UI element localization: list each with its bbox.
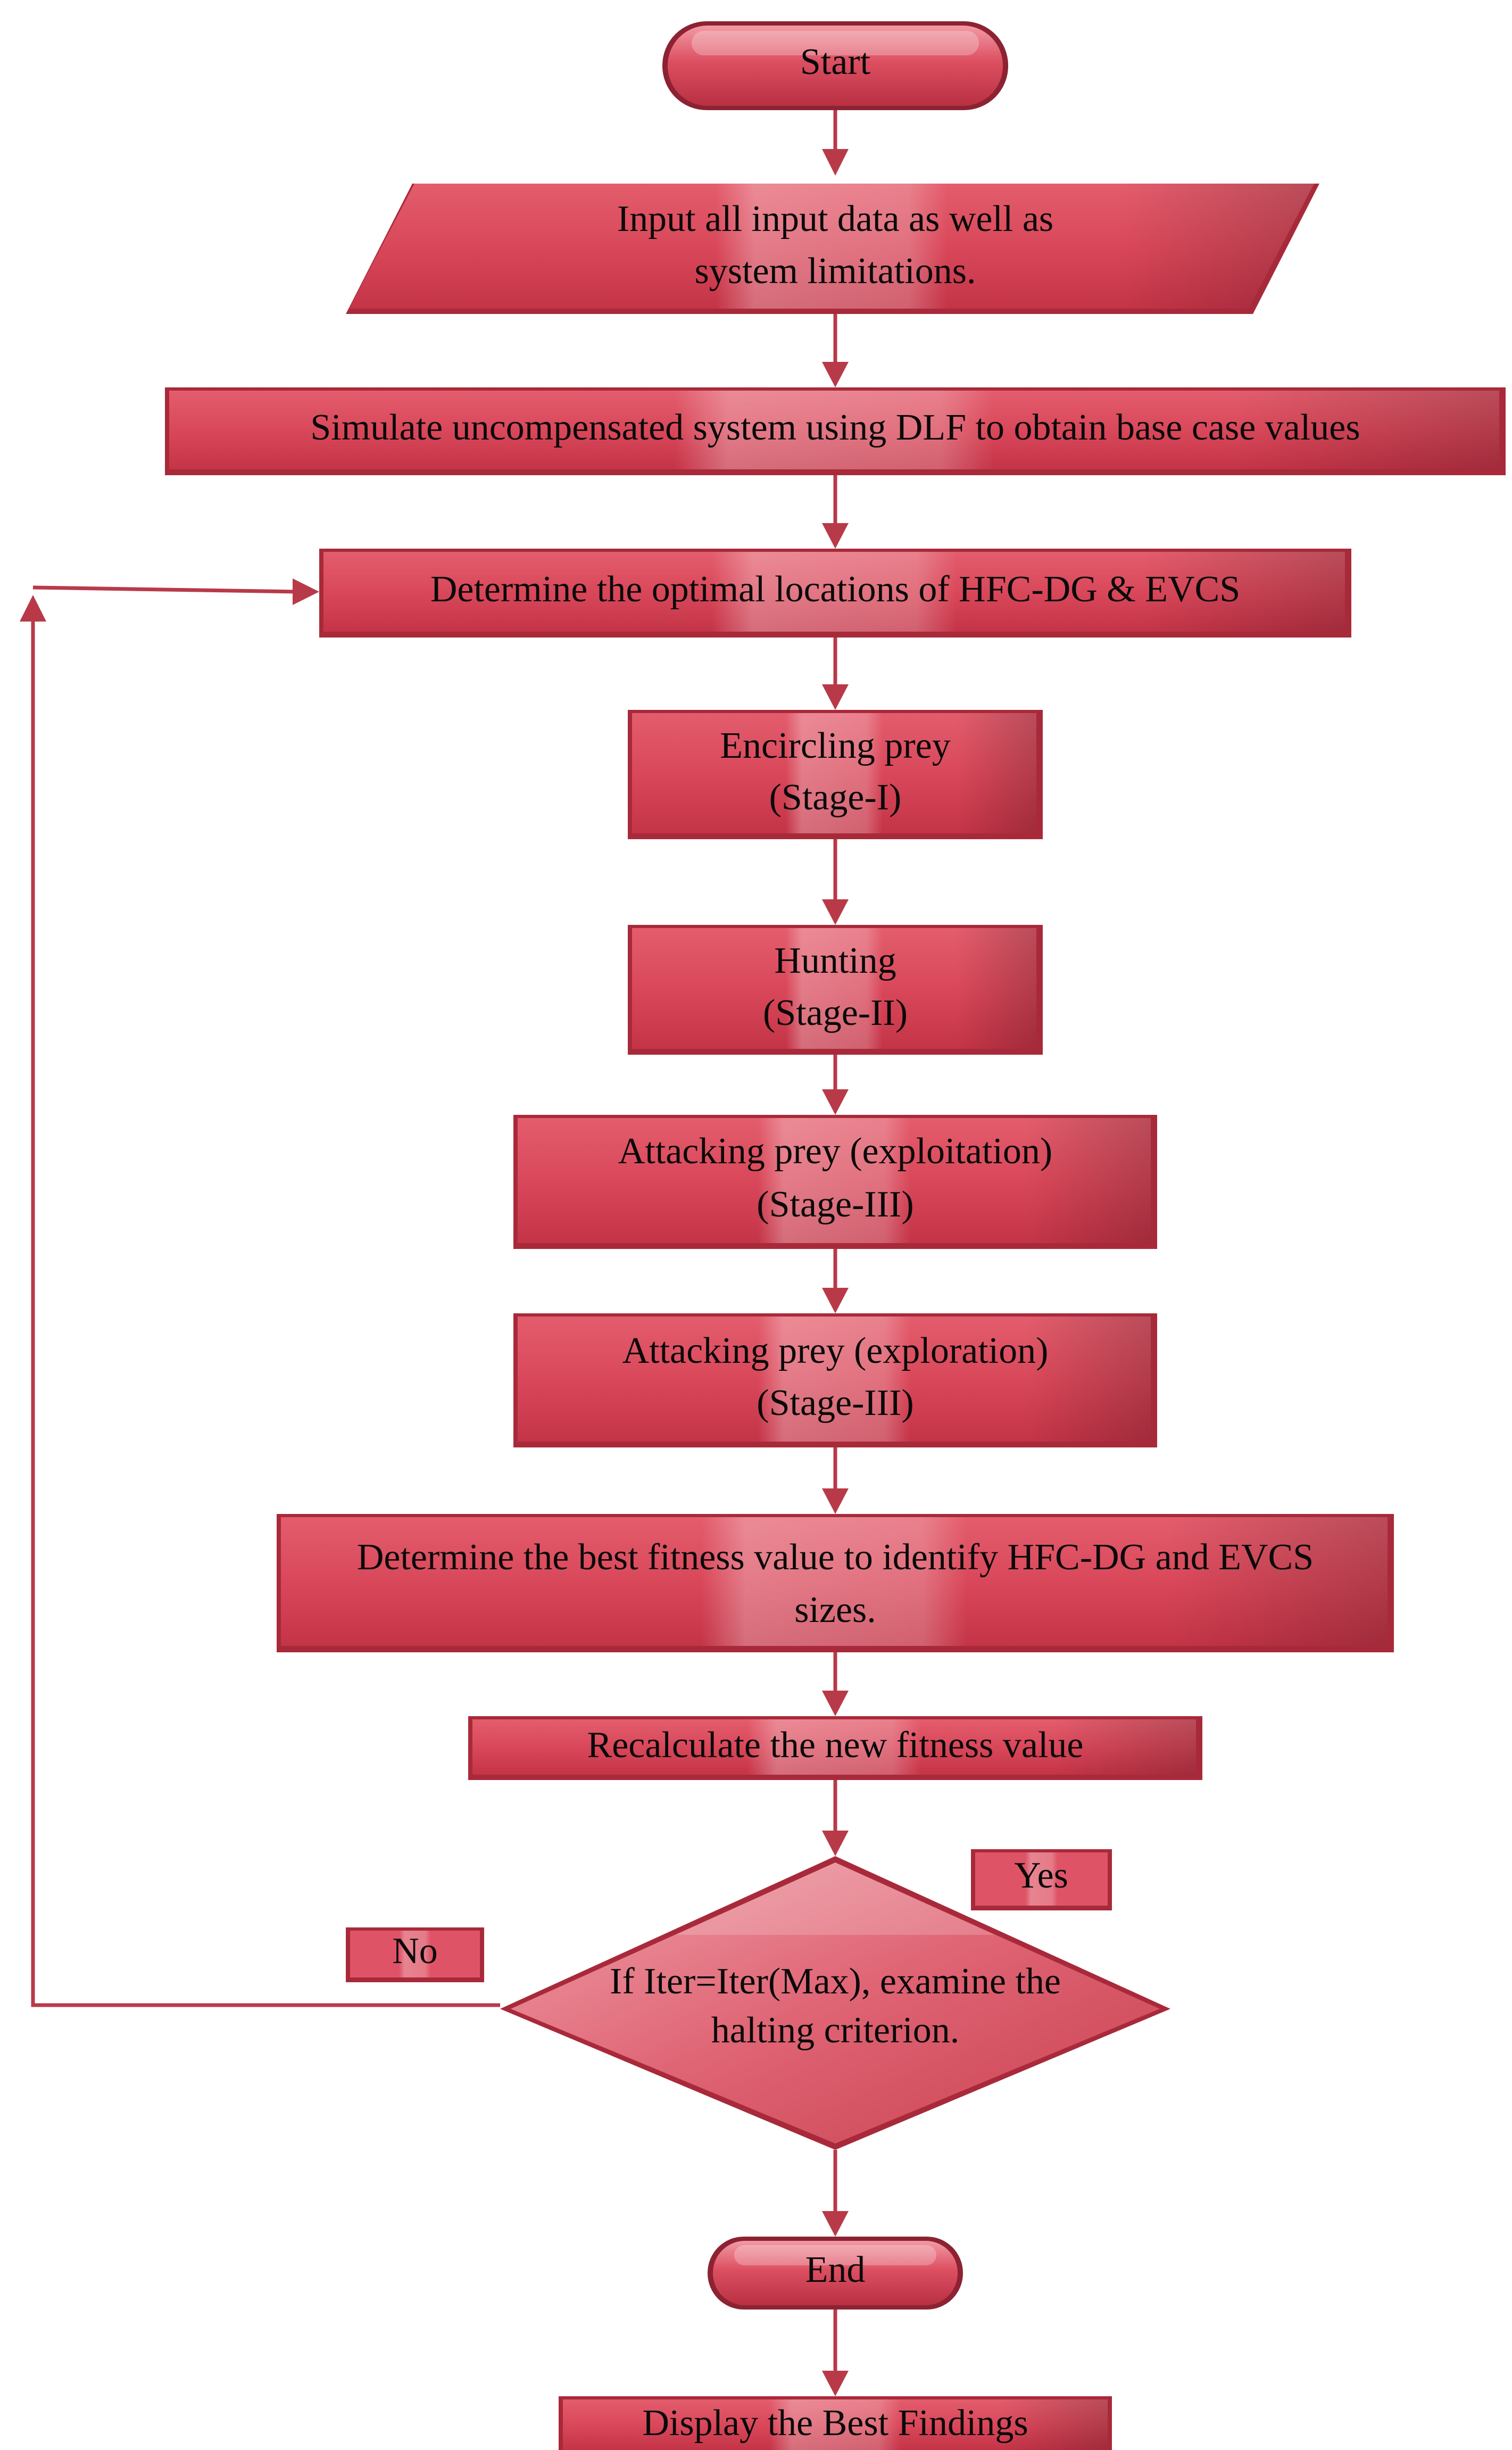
arrowhead — [822, 1488, 849, 1514]
arrowhead — [293, 578, 319, 605]
arrowhead — [822, 1288, 849, 1313]
stage3a-label-line1: Attacking prey (exploitation) — [618, 1131, 1052, 1172]
locations-node: Determine the optimal locations of HFC-D… — [319, 549, 1351, 638]
connectors — [20, 110, 849, 2396]
stage1-label-line1: Encircling prey — [720, 725, 950, 766]
yes-label-box: Yes — [971, 1849, 1112, 1910]
no-label-box: No — [346, 1927, 484, 1982]
arrowhead — [822, 1089, 849, 1115]
connector-no-loop-entry — [32, 585, 298, 594]
best-fitness-label-line2: sizes. — [794, 1590, 876, 1630]
arrowhead — [822, 684, 849, 710]
yes-label: Yes — [1014, 1855, 1068, 1896]
stage2-node: Hunting (Stage-II) — [628, 925, 1043, 1055]
arrowhead — [822, 2211, 849, 2237]
decision-node: If Iter=Iter(Max), examine the halting c… — [500, 1856, 1170, 2150]
display-label: Display the Best Findings — [642, 2403, 1028, 2444]
end-node: End — [708, 2237, 963, 2310]
stage3a-node: Attacking prey (exploitation) (Stage-III… — [513, 1115, 1157, 1249]
simulate-label: Simulate uncompensated system using DLF … — [310, 407, 1360, 448]
stage1-node: Encircling prey (Stage-I) — [628, 710, 1043, 839]
stage2-label-line1: Hunting — [774, 940, 896, 981]
recalculate-label: Recalculate the new fitness value — [587, 1725, 1084, 1766]
stage1-label-line2: (Stage-I) — [769, 777, 902, 818]
input-label-line1: Input all input data as well as — [617, 198, 1053, 239]
best-fitness-node: Determine the best fitness value to iden… — [277, 1514, 1394, 1652]
display-node: Display the Best Findings — [559, 2396, 1112, 2450]
stage3b-label-line2: (Stage-III) — [757, 1383, 913, 1423]
start-node: Start — [662, 21, 1008, 110]
stage2-label-line2: (Stage-II) — [763, 992, 908, 1033]
arrowhead — [822, 1831, 849, 1856]
connector-no-loop — [31, 611, 500, 2007]
arrowhead — [822, 2371, 849, 2396]
stage3a-label-line2: (Stage-III) — [757, 1184, 913, 1225]
decision-label-line1: If Iter=Iter(Max), examine the — [610, 1961, 1061, 2002]
arrowhead — [822, 362, 849, 387]
arrowhead — [20, 595, 46, 622]
arrowhead — [822, 1691, 849, 1716]
arrowhead — [822, 149, 849, 176]
stage3b-label-line1: Attacking prey (exploration) — [622, 1330, 1049, 1371]
recalculate-node: Recalculate the new fitness value — [468, 1716, 1202, 1780]
arrowhead — [822, 523, 849, 549]
stage3b-node: Attacking prey (exploration) (Stage-III) — [513, 1313, 1157, 1447]
input-label-line2: system limitations. — [695, 251, 976, 292]
simulate-node: Simulate uncompensated system using DLF … — [165, 387, 1506, 475]
decision-label-line2: halting criterion. — [711, 2010, 960, 2051]
arrowhead — [822, 899, 849, 925]
best-fitness-label-line1: Determine the best fitness value to iden… — [357, 1537, 1314, 1578]
start-label: Start — [800, 42, 871, 82]
input-node: Input all input data as well as system l… — [346, 184, 1319, 314]
end-label: End — [805, 2249, 866, 2290]
no-label: No — [392, 1931, 438, 1972]
locations-label: Determine the optimal locations of HFC-D… — [430, 569, 1240, 610]
